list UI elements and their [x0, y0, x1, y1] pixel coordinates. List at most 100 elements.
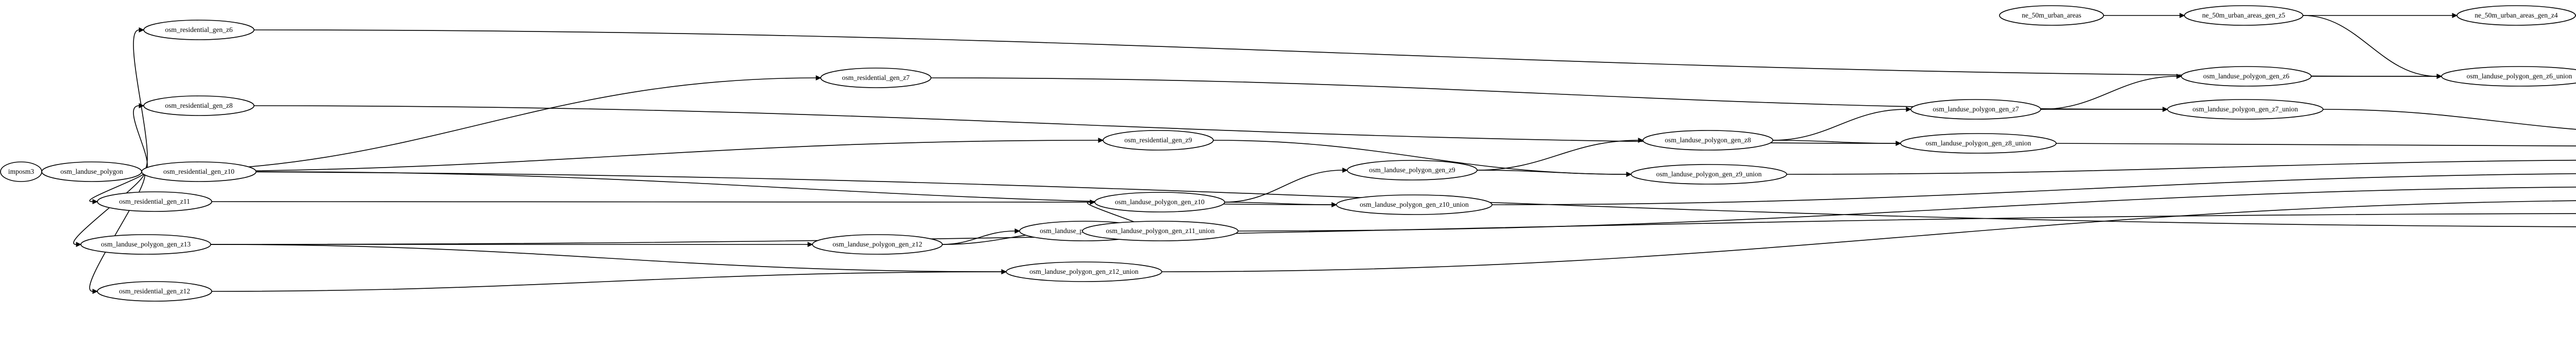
edge-arrowhead — [2179, 13, 2185, 18]
node-osm_residential_gen_z10[interactable]: osm_residential_gen_z10 — [141, 161, 257, 182]
node-label: osm_landuse_polygon_gen_z8 — [1665, 136, 1751, 144]
node-label: osm_residential_gen_z9 — [1124, 136, 1192, 144]
edge-ne_50m_urban_areas_gen_z5--osm_landuse_polygon_gen_z6_union — [2302, 15, 2437, 77]
node-shape — [2181, 66, 2312, 87]
node-ne_50m_urban_areas_gen_z4[interactable]: ne_50m_urban_areas_gen_z4 — [2456, 5, 2576, 26]
node-osm_landuse_polygon[interactable]: osm_landuse_polygon — [41, 161, 142, 182]
node-osm_landuse_polygon_gen_z8_union[interactable]: osm_landuse_polygon_gen_z8_union — [1900, 133, 2057, 154]
node-label: osm_landuse_polygon_gen_z13 — [101, 240, 191, 248]
node-osm_landuse_polygon_gen_z11_union[interactable]: osm_landuse_polygon_gen_z11_union — [1082, 221, 1239, 241]
node-osm_landuse_polygon_gen_z9_union[interactable]: osm_landuse_polygon_gen_z9_union — [1631, 164, 1787, 185]
edge-osm_landuse_polygon--osm_landuse_polygon_gen_z13 — [73, 171, 145, 245]
node-label: osm_residential_gen_z12 — [119, 287, 190, 295]
edge-arrowhead — [1014, 228, 1021, 234]
node-label: osm_residential_gen_z8 — [165, 102, 232, 109]
edge-arrowhead — [1895, 141, 1902, 146]
node-shape — [1910, 99, 2041, 120]
node-shape — [1631, 164, 1787, 185]
node-osm_landuse_polygon_gen_z8[interactable]: osm_landuse_polygon_gen_z8 — [1642, 130, 1773, 151]
edge-osm_landuse_polygon_gen_z10--osm_landuse_polygon_gen_z9 — [1224, 170, 1343, 203]
node-osm_landuse_polygon_gen_z7[interactable]: osm_landuse_polygon_gen_z7 — [1910, 99, 2041, 120]
node-shape — [143, 95, 255, 116]
edge-arrowhead — [92, 199, 98, 204]
node-osm_residential_gen_z9[interactable]: osm_residential_gen_z9 — [1103, 130, 1214, 151]
node-shape — [1642, 130, 1773, 151]
node-shape — [1094, 192, 1225, 212]
node-shape — [2184, 5, 2303, 26]
node-osm_residential_gen_z7[interactable]: osm_residential_gen_z7 — [820, 68, 931, 88]
node-label: osm_landuse_polygon_gen_z7 — [1933, 105, 2019, 113]
edge-arrowhead — [1090, 200, 1096, 205]
node-osm_residential_gen_z6[interactable]: osm_residential_gen_z6 — [143, 20, 255, 40]
edge-osm_residential_gen_z6--osm_landuse_polygon_gen_z6_union — [253, 29, 2437, 77]
edge-osm_landuse_polygon--osm_residential_gen_z12 — [89, 171, 145, 292]
edge-osm_landuse_polygon--osm_residential_gen_z9 — [141, 140, 1099, 172]
node-label: osm_residential_gen_z7 — [842, 74, 909, 81]
node-shape — [1347, 160, 1478, 180]
edge-osm_residential_gen_z8--osm_landuse_polygon_gen_z8_union — [253, 105, 1896, 144]
node-label: osm_landuse_polygon_gen_z6 — [2203, 72, 2289, 80]
edge-arrowhead — [92, 289, 98, 294]
node-osm_landuse_polygon_gen_z6[interactable]: osm_landuse_polygon_gen_z6 — [2181, 66, 2312, 87]
edge-arrowhead — [807, 242, 814, 247]
edge-arrowhead — [2162, 107, 2168, 112]
node-shape — [1006, 261, 1162, 282]
node-shape — [80, 234, 211, 255]
node-osm_landuse_polygon_gen_z12_union[interactable]: osm_landuse_polygon_gen_z12_union — [1006, 261, 1162, 282]
node-osm_residential_gen_z11[interactable]: osm_residential_gen_z11 — [97, 191, 212, 212]
node-shape — [1103, 130, 1214, 151]
edge-arrowhead — [139, 103, 145, 108]
edge-osm_landuse_polygon_gen_z7--osm_landuse_polygon_gen_z6 — [2040, 76, 2177, 110]
node-label: ne_50m_urban_areas — [2022, 11, 2081, 19]
edge-osm_landuse_polygon_gen_z9_union--layer_landuse_z9 — [1786, 159, 2576, 175]
node-shape — [1082, 221, 1239, 241]
node-label: osm_landuse_polygon_gen_z8_union — [1926, 139, 2031, 147]
node-osm_residential_gen_z12[interactable]: osm_residential_gen_z12 — [97, 281, 212, 302]
node-label: osm_residential_gen_z6 — [165, 26, 232, 34]
edge-osm_landuse_polygon_gen_z13--osm_landuse_polygon_gen_z12_union — [210, 244, 1002, 272]
node-label: osm_landuse_polygon_gen_z11_union — [1106, 227, 1215, 235]
node-osm_residential_gen_z8[interactable]: osm_residential_gen_z8 — [143, 95, 255, 116]
node-ne_50m_urban_areas_gen_z5[interactable]: ne_50m_urban_areas_gen_z5 — [2184, 5, 2303, 26]
node-shape — [1999, 5, 2104, 26]
node-shape — [1336, 194, 1493, 215]
node-ne_50m_urban_areas[interactable]: ne_50m_urban_areas — [1999, 5, 2104, 26]
node-label: osm_landuse_polygon_gen_z10 — [1115, 198, 1205, 206]
edge-arrowhead — [2436, 74, 2443, 79]
node-label: osm_landuse_polygon_gen_z6_union — [2467, 72, 2572, 80]
node-osm_landuse_polygon_gen_z9[interactable]: osm_landuse_polygon_gen_z9 — [1347, 160, 1478, 180]
edge-osm_landuse_polygon_gen_z9--osm_landuse_polygon_gen_z8 — [1477, 140, 1639, 171]
edge-arrowhead — [1342, 168, 1348, 173]
edge-osm_landuse_polygon--osm_residential_gen_z7 — [141, 77, 817, 172]
node-osm_landuse_polygon_gen_z10[interactable]: osm_landuse_polygon_gen_z10 — [1094, 192, 1225, 212]
edge-arrowhead — [1331, 202, 1337, 207]
node-shape — [2456, 5, 2576, 26]
edge-osm_landuse_polygon_gen_z13--layer_landuse_z13 — [210, 213, 2576, 245]
edge-osm_landuse_polygon_gen_z7_union--layer_landuse_z7 — [2323, 109, 2576, 130]
node-shape — [1900, 133, 2057, 154]
edges-layer — [31, 13, 2576, 294]
node-label: osm_landuse_polygon — [60, 168, 123, 175]
edge-osm_landuse_polygon_gen_z8_union--layer_landuse_z8 — [2056, 143, 2576, 147]
edge-arrowhead — [2452, 13, 2458, 18]
edge-arrowhead — [1626, 172, 1632, 177]
node-label: imposm3 — [8, 168, 35, 175]
node-osm_landuse_polygon_gen_z10_union[interactable]: osm_landuse_polygon_gen_z10_union — [1336, 194, 1493, 215]
edge-arrowhead — [139, 27, 145, 32]
edge-arrowhead — [1906, 107, 1912, 112]
node-label: osm_residential_gen_z10 — [163, 168, 234, 175]
node-osm_landuse_polygon_gen_z7_union[interactable]: osm_landuse_polygon_gen_z7_union — [2167, 99, 2324, 120]
node-osm_landuse_polygon_gen_z12[interactable]: osm_landuse_polygon_gen_z12 — [812, 234, 943, 255]
node-imposm3[interactable]: imposm3 — [0, 161, 42, 182]
node-label: osm_landuse_polygon_gen_z9 — [1369, 166, 1455, 174]
node-osm_landuse_polygon_gen_z13[interactable]: osm_landuse_polygon_gen_z13 — [80, 234, 211, 255]
node-label: ne_50m_urban_areas_gen_z5 — [2202, 11, 2285, 19]
node-label: ne_50m_urban_areas_gen_z4 — [2475, 11, 2557, 19]
nodes-layer: imposm3 osm_landuse_polygon osm_residentia… — [0, 5, 2576, 302]
node-label: osm_landuse_polygon_gen_z10_union — [1360, 201, 1469, 208]
node-osm_landuse_polygon_gen_z6_union[interactable]: osm_landuse_polygon_gen_z6_union — [2441, 66, 2576, 87]
edge-arrowhead — [76, 242, 82, 247]
edge-osm_landuse_polygon_gen_z8--osm_landuse_polygon_gen_z7 — [1772, 109, 1907, 141]
node-shape — [141, 161, 257, 182]
